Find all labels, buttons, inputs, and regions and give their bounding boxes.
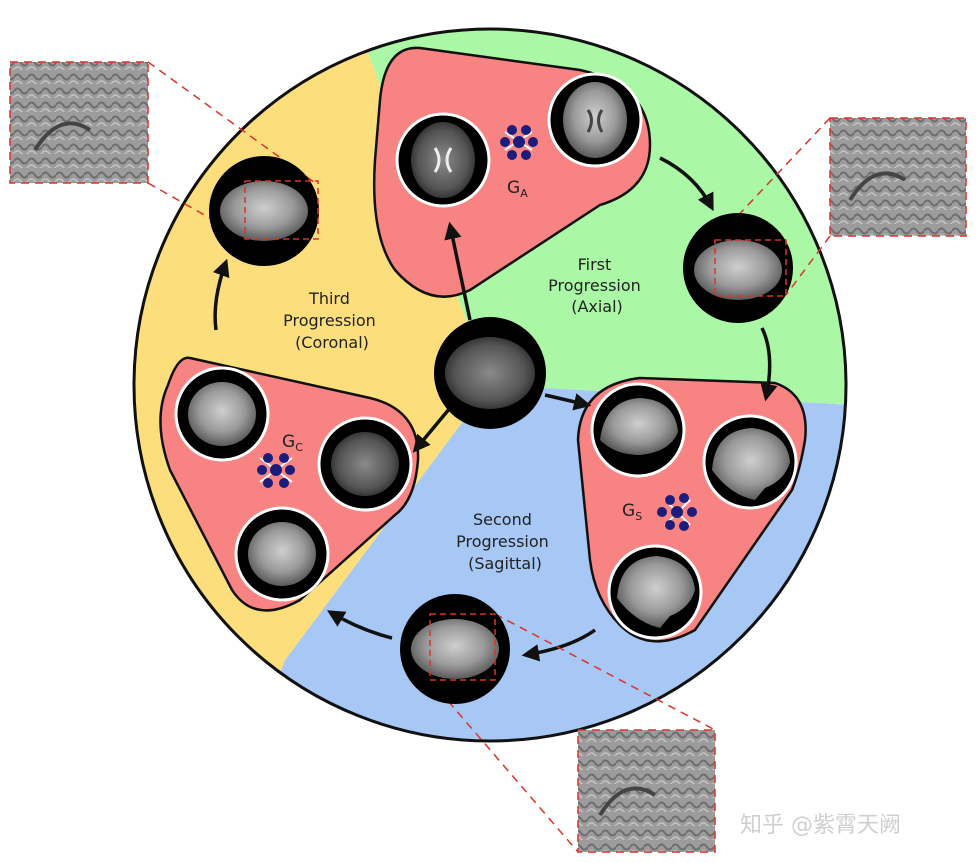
brain-second-progression-image [400, 594, 510, 704]
arrow-center-to-sagittal [544, 393, 592, 411]
brain-coronal-3-image [234, 506, 330, 602]
arrow-center-to-axial [444, 221, 472, 321]
graph-cluster-coronal-icon [257, 453, 295, 488]
wheel-outline [132, 27, 848, 743]
brain-coronal-1-image [174, 366, 270, 462]
zoom-inset-second [577, 729, 716, 853]
graph-cluster-sagittal-icon [657, 493, 697, 531]
brain-first-progression-image [683, 213, 793, 323]
arrow-coronal-to-third [212, 258, 230, 331]
brain-sagittal-2-image [702, 414, 798, 510]
brain-third-progression-image [209, 156, 319, 266]
arrow-second-to-coronal [326, 610, 393, 640]
brain-center-image [434, 317, 546, 429]
graph-cluster-axial-icon [500, 125, 538, 160]
group-label-coronal: GC [282, 432, 303, 454]
brain-sagittal-3-image [607, 544, 703, 640]
zoom-inset-third [9, 61, 149, 184]
arrow-axial-to-first [659, 156, 714, 212]
brain-sagittal-1-image [590, 382, 686, 478]
sector-second-sagittal [200, 385, 846, 741]
watermark-text: 知乎 @紫霄天阙 [740, 813, 901, 838]
arrow-sagittal-to-second [521, 628, 597, 662]
sector-label-second: Second Progression (Sagittal) [456, 510, 554, 573]
sector-label-first: First Progression (Axial) [548, 255, 646, 316]
brain-axial-t2-image [395, 112, 491, 208]
sector-label-third: Third Progression (Coronal) [283, 289, 381, 352]
arrows [212, 156, 778, 662]
brain-axial-t1-image [547, 72, 643, 168]
arrow-center-to-coronal [412, 406, 452, 453]
zoom-inset-first [829, 117, 967, 237]
group-label-sagittal: GS [622, 501, 642, 523]
arrow-first-to-sagittal [760, 327, 778, 402]
group-label-axial: GA [507, 178, 528, 200]
brain-coronal-2-image [317, 416, 413, 512]
